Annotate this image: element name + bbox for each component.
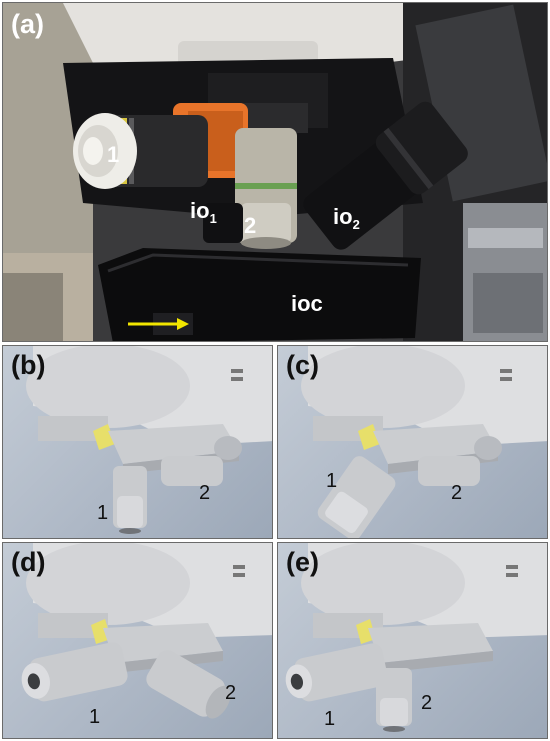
render-d <box>21 543 272 719</box>
io2-label: io2 <box>333 204 360 232</box>
ioc-label: ioc <box>291 291 323 316</box>
objective-1-label: 1 <box>326 470 338 492</box>
microscope-photo <box>3 3 547 341</box>
objective-2-label: 2 <box>421 692 433 714</box>
render-e <box>285 543 547 732</box>
objective-1-label: 1 <box>107 142 120 167</box>
render-c <box>301 346 547 538</box>
panel-label-e: (e) <box>286 547 319 577</box>
render-panel-b: (b) 1 2 <box>2 345 273 539</box>
io1-subscript: 1 <box>209 211 217 226</box>
io2-subscript: 2 <box>352 217 360 232</box>
objective-1-label: 1 <box>89 706 101 728</box>
render-b <box>26 346 272 534</box>
render-panel-c: (c) 1 2 <box>277 345 548 539</box>
objective-2-label: 2 <box>225 682 237 704</box>
panel-label-a: (a) <box>11 9 44 39</box>
objective-1-label: 1 <box>324 708 336 730</box>
io1-label: io1 <box>190 198 217 226</box>
photo-panel-a: (a) 1 2 io1 io2 ioc <box>2 2 548 342</box>
panel-label-d: (d) <box>11 547 46 577</box>
io2-text: io <box>333 204 353 229</box>
io1-text: io <box>190 198 210 223</box>
objective-2-label: 2 <box>451 482 463 504</box>
objective-1-label: 1 <box>97 502 109 524</box>
objective-2-label: 2 <box>244 213 257 238</box>
panel-label-c: (c) <box>286 350 319 380</box>
render-panel-e: (e) 1 2 <box>277 542 548 739</box>
render-panel-d: (d) 1 2 <box>2 542 273 739</box>
objective-2-label: 2 <box>199 482 211 504</box>
panel-label-b: (b) <box>11 350 46 380</box>
